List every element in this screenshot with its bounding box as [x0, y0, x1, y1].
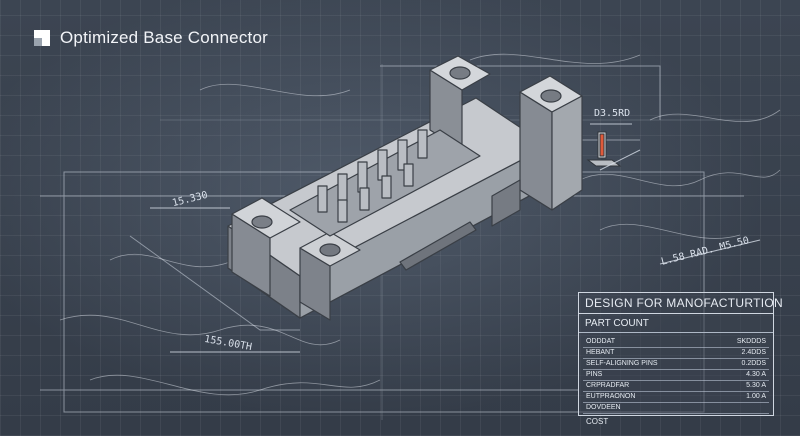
connector-part — [227, 55, 583, 321]
dfm-row-label: PINS — [586, 371, 603, 378]
dfm-row: SELF-ALIGNING PINS 0.2DDS — [583, 359, 769, 370]
dfm-row-value: 4.30 A — [746, 371, 766, 378]
dfm-row: PINS 4.30 A — [583, 370, 769, 381]
dfm-row-label: HEBANT — [586, 349, 615, 356]
dfm-title: DESIGN FOR MANOFACTURTION — [579, 293, 783, 314]
dfm-footer: COST — [586, 417, 609, 426]
dfm-row: HEBANT 2.4DDS — [583, 348, 769, 359]
dfm-row: ODDDAT SKDDDS — [583, 337, 769, 348]
cube-logo-icon — [34, 30, 50, 46]
dfm-row-value: SKDDDS — [736, 338, 766, 345]
dfm-row: CRPRADFAR 5.30 A — [583, 381, 769, 392]
dfm-rows: ODDDAT SKDDDS HEBANT 2.4DDS SELF-ALIGNIN… — [579, 333, 773, 414]
dfm-panel: DESIGN FOR MANOFACTURTION PART COUNT ODD… — [578, 292, 783, 426]
dfm-row-label: DOVDEEN — [586, 404, 621, 411]
dfm-row-value: 0.2DDS — [741, 360, 766, 367]
alignment-pin-detail — [586, 131, 622, 167]
dfm-row: DOVDEEN — [583, 403, 769, 414]
dfm-row-label: CRPRADFAR — [586, 382, 630, 389]
dfm-row-label: ODDDAT — [586, 338, 616, 345]
page-title: Optimized Base Connector — [60, 28, 268, 47]
dfm-row-value: 5.30 A — [746, 382, 766, 389]
dfm-subtitle: PART COUNT — [579, 314, 773, 333]
dfm-row-value: 1.00 A — [746, 393, 766, 400]
dfm-row-label: EUTPRAONON — [586, 393, 636, 400]
app-header: Optimized Base Connector — [32, 28, 268, 48]
dfm-row-label: SELF-ALIGNING PINS — [586, 360, 658, 367]
dimension-label-top-right: D3.5RD — [594, 108, 631, 119]
dfm-row: EUTPRAONON 1.00 A — [583, 392, 769, 403]
dfm-row-value: 2.4DDS — [741, 349, 766, 356]
